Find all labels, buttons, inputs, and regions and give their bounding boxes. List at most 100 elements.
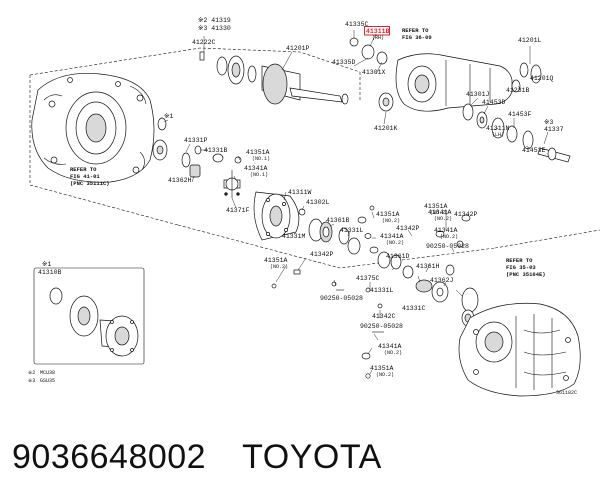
part-label-41371f[interactable]: 41371F <box>226 207 250 214</box>
svg-text:GSU35: GSU35 <box>40 378 55 384</box>
drive-pinion-assembly <box>199 51 349 105</box>
part-label-qualifier: (NO.1) <box>252 156 270 162</box>
part-label-41311w[interactable]: 41311W <box>288 189 312 196</box>
left-housing <box>31 73 155 183</box>
part-label-41361b[interactable]: 41361B <box>326 217 350 224</box>
part-label-41331l[interactable]: 41331L <box>370 287 394 294</box>
part-label-41301x[interactable]: 41301X <box>362 69 386 76</box>
leader-lines <box>163 30 549 375</box>
part-label-41453e[interactable]: 41453E <box>522 147 546 154</box>
part-label-41453f[interactable]: 41453F <box>508 111 532 118</box>
part-label-qualifier: (NO.2) <box>440 234 458 240</box>
part-label-41341a[interactable]: 41341A <box>428 209 452 216</box>
caption: 9036648002 TOYOTA <box>12 432 382 482</box>
part-label-41342p[interactable]: 41342P <box>396 225 420 232</box>
right-extension-housing <box>395 53 542 112</box>
svg-text:REFER TO: REFER TO <box>506 257 533 264</box>
part-label-41331p[interactable]: 41331P <box>184 137 208 144</box>
part-label-qualifier: (NO.1) <box>250 172 268 178</box>
differential-case <box>253 191 350 245</box>
part-label-41342p[interactable]: 41342P <box>454 211 478 218</box>
part-label-qualifier: (LH) <box>492 132 504 138</box>
svg-text:REFER TO: REFER TO <box>402 27 429 34</box>
part-label-41361h[interactable]: 41361H <box>416 263 440 270</box>
part-label-41201q[interactable]: 41201Q <box>530 75 554 82</box>
svg-text:※1: ※1 <box>42 261 51 268</box>
caption-brand: TOYOTA <box>242 437 382 476</box>
part-label-41351a[interactable]: 41351A <box>370 365 394 372</box>
right-washer-stack <box>462 103 571 163</box>
part-label-qualifier: (NO.2) <box>382 218 400 224</box>
highlighted-part-box <box>364 26 390 36</box>
inset-detail-41310B <box>33 267 145 365</box>
svg-text:FIG 36-09: FIG 36-09 <box>402 34 432 41</box>
reference-note-fig-41-01: REFER TO FIG 41-01 (PNC 35111C) <box>70 166 110 187</box>
part-label-41351a[interactable]: 41351A <box>264 257 288 264</box>
part-label-241319[interactable]: ※2 41319 <box>198 17 231 24</box>
svg-text:FIG 41-01: FIG 41-01 <box>70 173 100 180</box>
differential-pinion-gears <box>347 214 471 303</box>
part-label-41341a[interactable]: 41341A <box>380 233 404 240</box>
svg-text:※3: ※3 <box>28 378 35 384</box>
part-label-341330[interactable]: ※3 41330 <box>198 25 231 32</box>
part-label-41301j[interactable]: 41301J <box>466 91 490 98</box>
part-label-qualifier: (NO.2) <box>270 264 288 270</box>
reference-note-fig-36-09: REFER TO FIG 36-09 <box>402 27 432 41</box>
part-label-41302l[interactable]: 41302L <box>306 199 330 206</box>
part-label-41222c[interactable]: 41222C <box>192 39 216 46</box>
part-label-9025005028[interactable]: 90250-05028 <box>426 243 469 250</box>
part-label-41361d[interactable]: 41361D <box>386 253 410 260</box>
part-label-1[interactable]: ※1 <box>164 113 173 120</box>
legend: ※1 41310B ※2 MCU38 ※3 GSU35 <box>28 261 62 384</box>
figure-code: 361182C <box>556 390 577 396</box>
part-label-41341a[interactable]: 41341A <box>244 165 268 172</box>
svg-text:MCU38: MCU38 <box>40 370 55 376</box>
part-label-41231b[interactable]: 41231B <box>506 87 530 94</box>
exploded-parts-diagram: ※2 41319※3 41330 41222C 41201P 41335C41311B… <box>28 17 600 397</box>
assembly-boundary-dashed <box>29 47 600 269</box>
part-label-41335c[interactable]: 41335C <box>345 21 369 28</box>
part-label-3[interactable]: ※3 <box>544 119 553 126</box>
svg-text:REFER TO: REFER TO <box>70 166 97 173</box>
part-label-qualifier: (RH) <box>372 35 384 41</box>
part-label-qualifier: (NO.2) <box>386 240 404 246</box>
svg-text:※2: ※2 <box>28 370 35 376</box>
svg-text:(PNC 35104E): (PNC 35104E) <box>506 271 546 278</box>
differential-front-parts <box>152 117 242 198</box>
part-label-41453d[interactable]: 41453D <box>482 99 506 106</box>
part-label-41351a[interactable]: 41351A <box>246 149 270 156</box>
part-label-41331m[interactable]: 41331M <box>282 233 306 240</box>
part-label-41311n[interactable]: 41311N <box>486 125 510 132</box>
part-label-41351a[interactable]: 41351A <box>376 211 400 218</box>
part-label-41342p[interactable]: 41342P <box>310 251 334 258</box>
svg-text:(PNC 35111C): (PNC 35111C) <box>70 180 110 187</box>
part-label-qualifier: (NO.2) <box>434 216 452 222</box>
right-transmission-case <box>458 302 581 397</box>
part-labels: ※2 41319※3 41330 41222C 41201P 41335C41311B… <box>164 17 564 378</box>
part-label-41362h[interactable]: 41362H <box>168 177 192 184</box>
part-label-41375c[interactable]: 41375C <box>356 275 380 282</box>
part-label-41341a[interactable]: 41341A <box>378 343 402 350</box>
part-label-41342c[interactable]: 41342C <box>372 313 396 320</box>
part-label-41331l[interactable]: 41331L <box>340 227 364 234</box>
part-label-9025005028[interactable]: 90250-05028 <box>360 323 403 330</box>
part-label-qualifier: (NO.2) <box>430 210 448 216</box>
part-label-qualifier: (NO.2) <box>384 350 402 356</box>
part-label-41201k[interactable]: 41201K <box>374 125 398 132</box>
part-label-41331c[interactable]: 41331C <box>402 305 426 312</box>
part-label-41201p[interactable]: 41201P <box>286 45 310 52</box>
part-label-qualifier: (NO.2) <box>376 372 394 378</box>
part-label-41337[interactable]: 41337 <box>544 126 564 133</box>
part-label-41201l[interactable]: 41201L <box>518 37 542 44</box>
caption-part-number: 9036648002 <box>12 437 207 476</box>
svg-text:41310B: 41310B <box>38 269 62 276</box>
part-label-41335d[interactable]: 41335D <box>332 59 356 66</box>
reference-note-fig-35-03: REFER TO FIG 35-03 (PNC 35104E) <box>506 257 546 278</box>
part-label-41341a[interactable]: 41341A <box>434 227 458 234</box>
part-label-9025005028[interactable]: 90250-05028 <box>320 295 363 302</box>
part-label-41362j[interactable]: 41362J <box>430 277 454 284</box>
part-label-41331b[interactable]: 41331B <box>204 147 228 154</box>
part-label-41311b[interactable]: 41311B <box>366 28 390 35</box>
part-label-41351a[interactable]: 41351A <box>424 203 448 210</box>
svg-text:FIG 35-03: FIG 35-03 <box>506 264 536 271</box>
